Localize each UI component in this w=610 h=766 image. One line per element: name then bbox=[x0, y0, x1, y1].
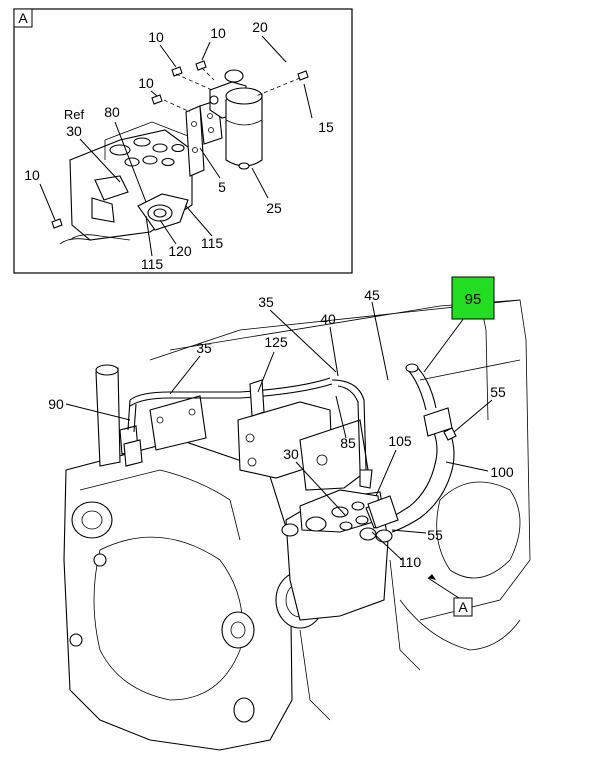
callout-45: 45 bbox=[364, 287, 380, 303]
callout-85: 85 bbox=[340, 435, 356, 451]
callout-90: 90 bbox=[48, 396, 64, 412]
detail-tag: A bbox=[18, 10, 28, 26]
hose-lines bbox=[127, 377, 373, 489]
fittings bbox=[359, 427, 457, 543]
callout-inset-80: 80 bbox=[104, 104, 120, 120]
callout-110: 110 bbox=[399, 554, 422, 570]
cover-plate bbox=[237, 401, 369, 491]
callout-inset-5: 5 bbox=[218, 179, 226, 195]
callout-inset-25: 25 bbox=[266, 200, 282, 216]
callout-55a: 55 bbox=[490, 384, 506, 400]
callout-inset-10b: 10 bbox=[210, 25, 226, 41]
inset-canister bbox=[209, 69, 263, 170]
detail-tag-box bbox=[13, 8, 33, 28]
callout-inset-10a: 10 bbox=[148, 29, 164, 45]
callout-inset-115a: 115 bbox=[141, 256, 164, 272]
left-canister bbox=[95, 364, 143, 467]
section-arrow bbox=[428, 574, 436, 580]
callout-inset-10d: 10 bbox=[24, 167, 40, 183]
callout-inset-10c: 10 bbox=[138, 75, 154, 91]
main-leaders bbox=[65, 301, 493, 601]
callout-inset-30: 30 bbox=[66, 123, 82, 139]
callout-inset-115b: 115 bbox=[201, 235, 224, 251]
detail-frame bbox=[13, 8, 353, 274]
callout-30: 30 bbox=[283, 446, 299, 462]
callout-35a: 35 bbox=[258, 294, 274, 310]
inset-gasket bbox=[137, 193, 189, 231]
callout-100: 100 bbox=[490, 464, 514, 480]
section-tag: A bbox=[458, 599, 468, 615]
callout-inset-20: 20 bbox=[252, 19, 268, 35]
callout-35b: 35 bbox=[196, 340, 212, 356]
callout-125: 125 bbox=[264, 334, 288, 350]
highlight-95-box bbox=[451, 276, 495, 320]
left-bracket bbox=[149, 395, 207, 451]
section-tag-box bbox=[453, 597, 473, 617]
callout-95: 95 bbox=[465, 291, 482, 308]
inset-dash-4 bbox=[201, 67, 215, 81]
callout-40: 40 bbox=[320, 311, 336, 327]
callout-inset-15: 15 bbox=[318, 119, 334, 135]
callout-inset-ref: Ref bbox=[64, 107, 85, 122]
gear-housing bbox=[63, 439, 311, 751]
callout-105: 105 bbox=[388, 433, 412, 449]
inset-dash-1 bbox=[255, 77, 301, 97]
callout-inset-120: 120 bbox=[168, 243, 192, 259]
inset-dash-2 bbox=[163, 99, 191, 113]
discharge-hose bbox=[385, 363, 455, 533]
callout-55b: 55 bbox=[427, 527, 443, 543]
